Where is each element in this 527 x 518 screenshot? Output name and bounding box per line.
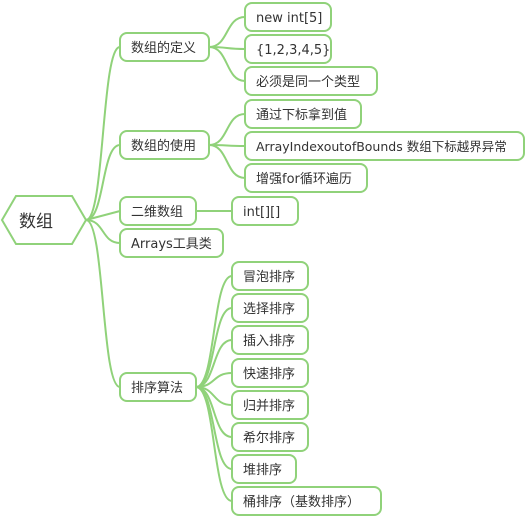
leaf-label: ArrayIndexoutofBounds 数组下标越界异常 — [256, 139, 507, 154]
leaf-node[interactable]: 快速排序 — [231, 358, 309, 388]
leaf-label: 桶排序（基数排序） — [243, 495, 360, 510]
leaf-node[interactable]: 通过下标拿到值 — [244, 99, 362, 129]
connector-line — [85, 219, 121, 244]
leaf-node[interactable]: ArrayIndexoutofBounds 数组下标越界异常 — [244, 131, 525, 161]
branch-label: 数组的定义 — [131, 40, 196, 56]
leaf-label: 冒泡排序 — [243, 270, 295, 285]
connector-line — [85, 210, 121, 221]
leaf-node[interactable]: 归并排序 — [231, 390, 309, 420]
leaf-node[interactable]: 桶排序（基数排序） — [231, 486, 382, 516]
leaf-label: 堆排序 — [243, 463, 282, 478]
leaf-label: 插入排序 — [243, 334, 295, 349]
connector-line — [208, 46, 246, 82]
branch-label: 二维数组 — [131, 205, 183, 220]
root-node[interactable]: 数组 — [0, 195, 88, 245]
leaf-label: 必须是同一个类型 — [256, 75, 360, 90]
connector-line — [195, 386, 233, 470]
branch-label: 数组的使用 — [131, 138, 196, 154]
leaf-node[interactable]: 希尔排序 — [231, 422, 309, 452]
leaf-node[interactable]: {1,2,3,4,5} — [244, 34, 332, 64]
connector-line — [195, 386, 233, 502]
connector-line — [208, 113, 246, 146]
leaf-node[interactable]: 增强for循环遍历 — [244, 163, 368, 193]
leaf-label: 归并排序 — [243, 399, 295, 414]
branch-node-2d-array[interactable]: 二维数组 — [119, 196, 197, 226]
connector-line — [208, 16, 246, 48]
leaf-label: {1,2,3,4,5} — [256, 43, 330, 58]
connector-line — [85, 144, 121, 221]
leaf-label: 快速排序 — [243, 367, 295, 382]
leaf-label: 希尔排序 — [243, 431, 295, 446]
leaf-node[interactable]: 必须是同一个类型 — [244, 66, 378, 96]
leaf-node[interactable]: int[][] — [231, 196, 299, 226]
leaf-label: 增强for循环遍历 — [256, 171, 352, 187]
branch-node-sorting[interactable]: 排序算法 — [119, 372, 197, 402]
root-label: 数组 — [19, 212, 53, 232]
connector-line — [85, 219, 121, 388]
connector-line — [85, 46, 121, 221]
branch-label: Arrays工具类 — [131, 237, 212, 252]
leaf-label: 选择排序 — [243, 302, 295, 317]
branch-label: 排序算法 — [131, 381, 183, 396]
leaf-label: int[][] — [243, 205, 280, 220]
leaf-node[interactable]: 堆排序 — [231, 454, 297, 484]
leaf-node[interactable]: 冒泡排序 — [231, 261, 309, 291]
branch-node-definition[interactable]: 数组的定义 — [119, 32, 210, 62]
leaf-node[interactable]: 插入排序 — [231, 325, 309, 355]
connector-line — [195, 307, 233, 388]
connector-line — [208, 144, 246, 179]
leaf-node[interactable]: 选择排序 — [231, 293, 309, 323]
leaf-label: new int[5] — [256, 11, 322, 26]
leaf-node[interactable]: new int[5] — [244, 2, 332, 32]
connector-line — [195, 275, 233, 388]
branch-node-usage[interactable]: 数组的使用 — [119, 130, 210, 160]
leaf-label: 通过下标拿到值 — [256, 107, 347, 123]
branch-node-arrays-util[interactable]: Arrays工具类 — [119, 228, 224, 258]
